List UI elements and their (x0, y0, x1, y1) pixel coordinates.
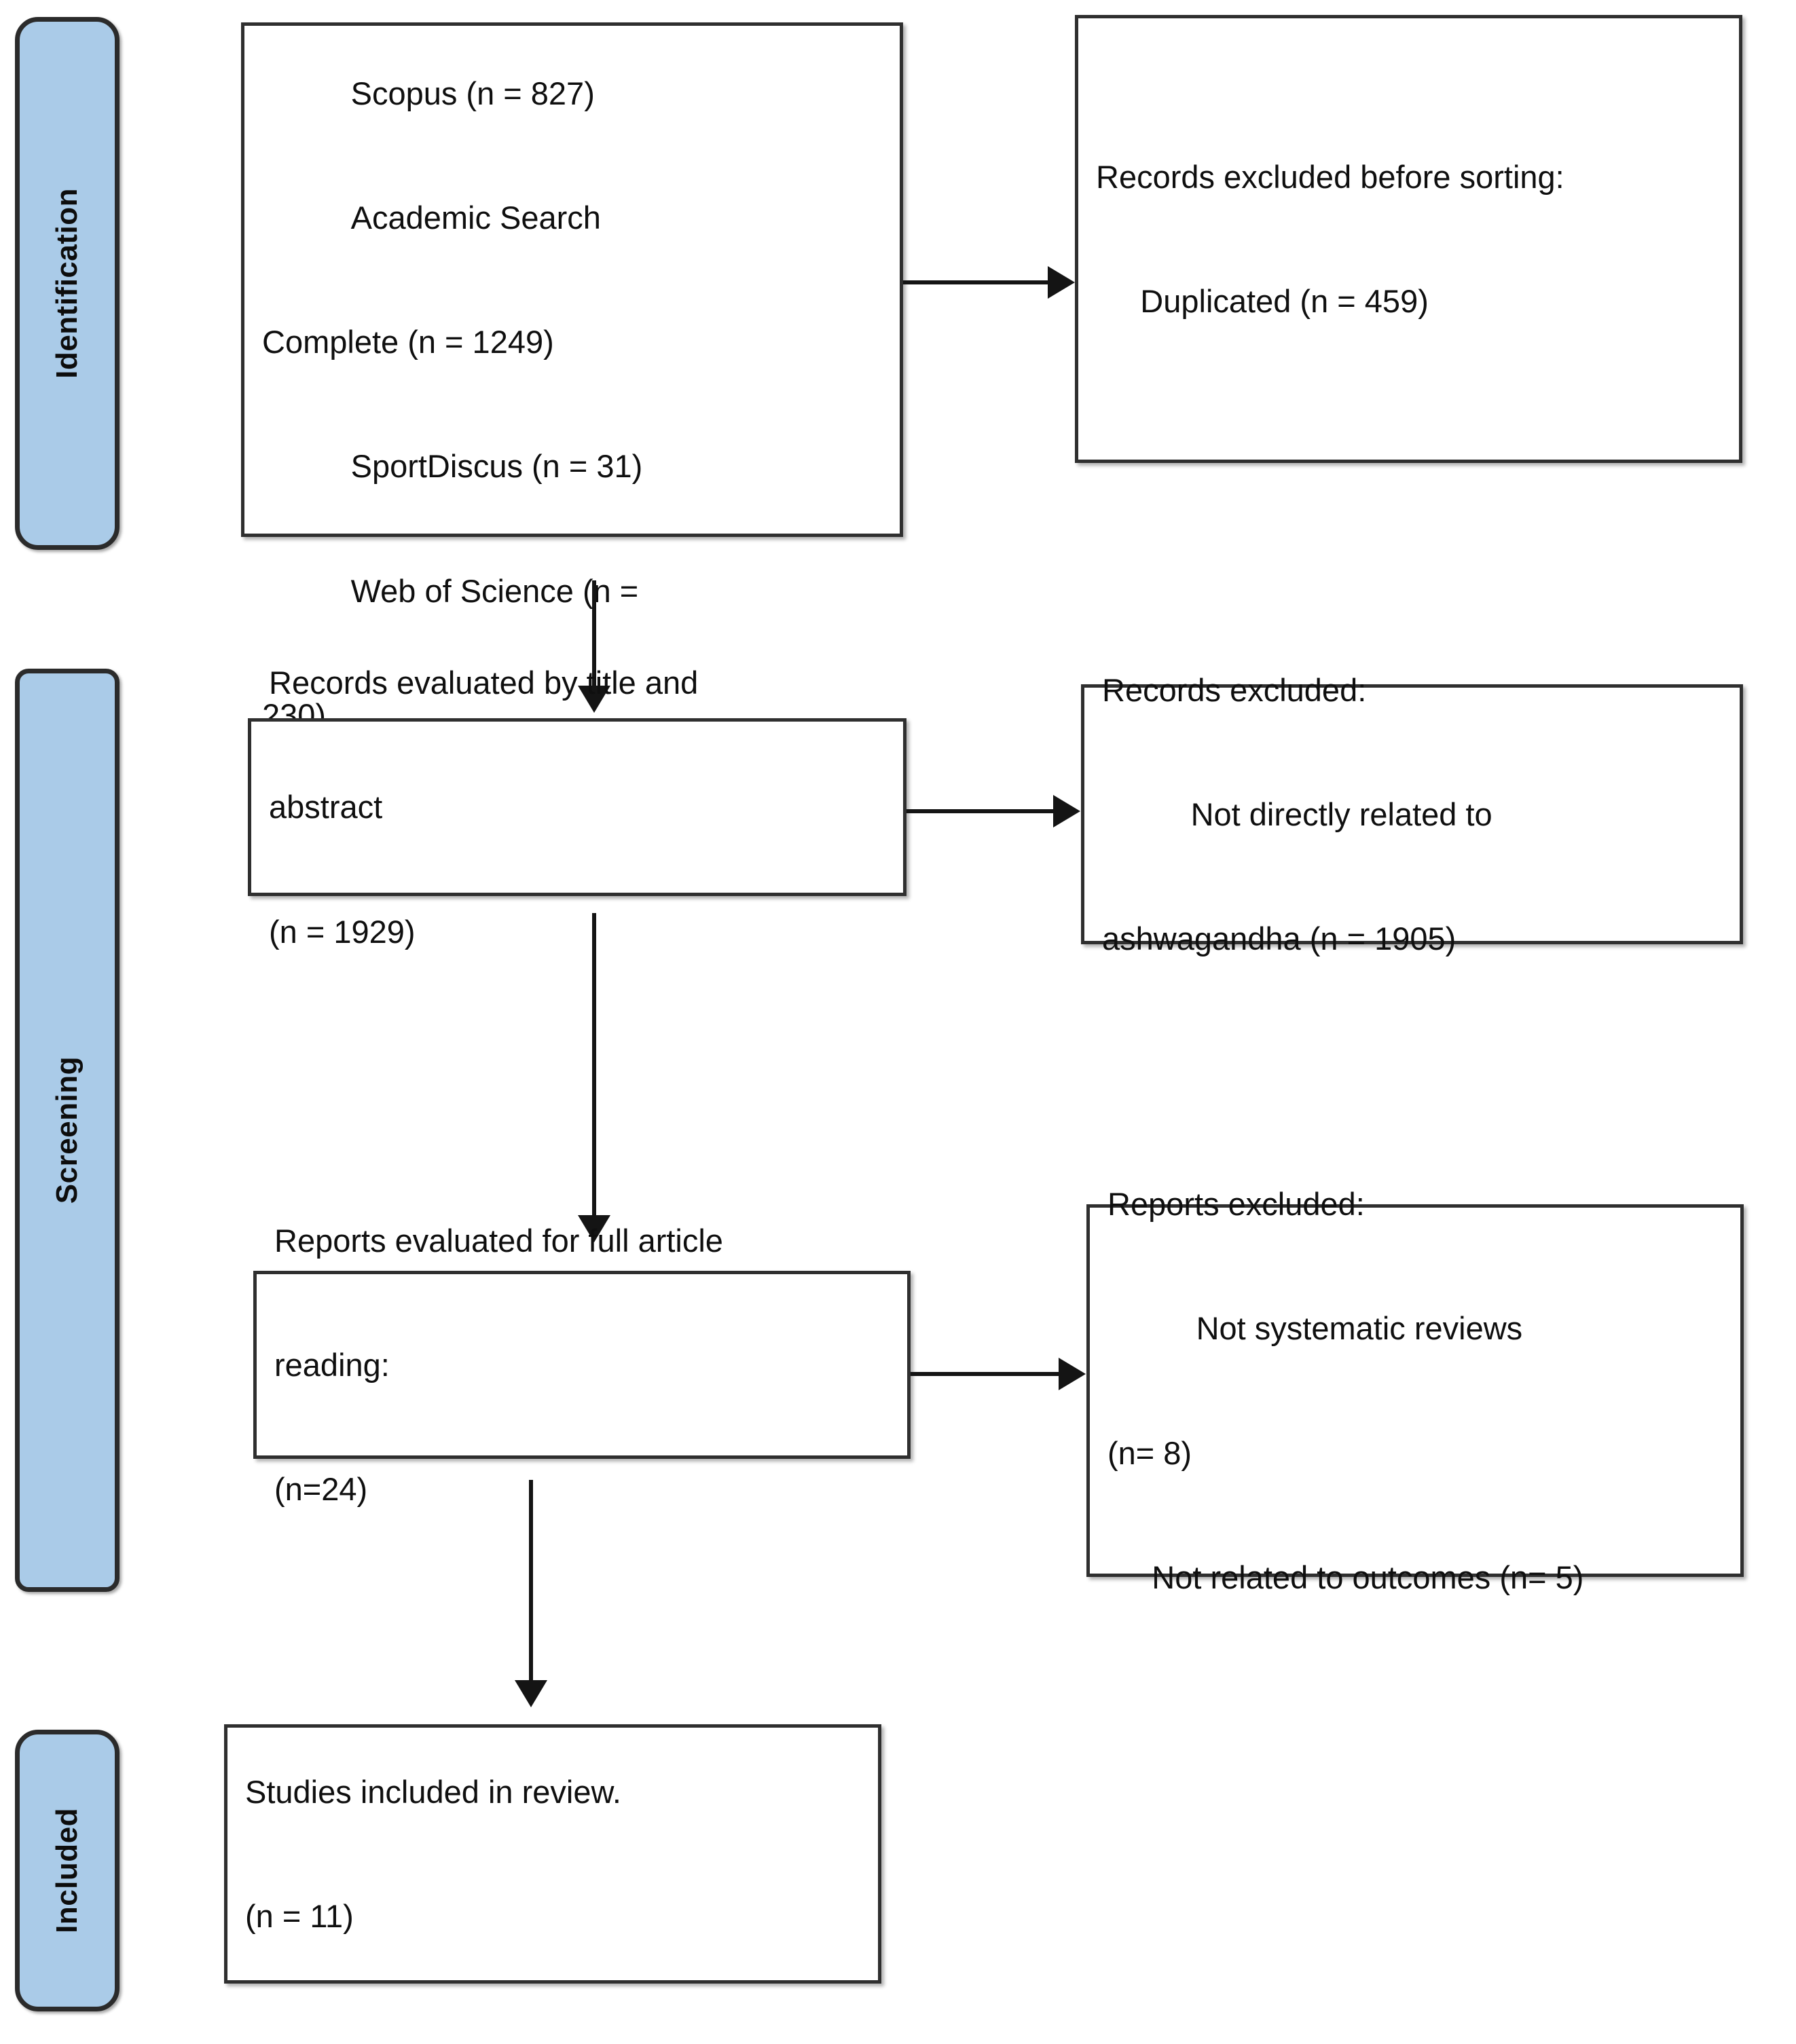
phase-screening: Screening (15, 669, 120, 1592)
text-line: Records excluded: (1102, 671, 1367, 708)
connector-reports-to-excluded-arrowhead (1059, 1358, 1086, 1390)
phase-identification-label: Identification (50, 188, 84, 379)
text-line: Not directly related to (1102, 796, 1492, 832)
text-line: Records excluded before sorting: (1096, 158, 1564, 195)
text-line: Duplicated (n = 459) (1096, 283, 1429, 320)
phase-screening-label: Screening (50, 1056, 84, 1204)
phase-identification: Identification (15, 17, 120, 550)
text-line: reading: (274, 1346, 390, 1383)
box-records-evaluated: Records evaluated by title and abstract … (248, 665, 906, 950)
connector-identified-to-duplicates-arrowhead (1048, 266, 1075, 299)
connector-reports-to-included (529, 1480, 533, 1684)
text-line: Reports evaluated for full article (274, 1222, 723, 1259)
text-line: Studies included in review. (245, 1773, 621, 1810)
phase-included: Included (15, 1730, 120, 2011)
text-line: Academic Search (262, 199, 601, 236)
box-records-excluded-before-sorting-text: Records excluded before sorting: Duplica… (1078, 73, 1739, 405)
connector-identified-to-evaluated-arrowhead (578, 686, 610, 713)
box-reports-evaluated-text: Reports evaluated for full article readi… (257, 1136, 907, 1593)
box-records-excluded-before-sorting: Records excluded before sorting: Duplica… (1075, 15, 1742, 463)
text-line: Complete (n = 1249) (262, 324, 554, 360)
text-line: ashwagandha (n = 1905) (1102, 921, 1456, 957)
connector-evaluated-to-excluded (906, 809, 1053, 813)
connector-evaluated-to-reports (592, 913, 596, 1219)
box-records-evaluated-text: Records evaluated by title and abstract … (251, 579, 903, 1035)
text-line: Records evaluated by title and (269, 665, 699, 701)
box-records-identified: Records identified from: Databases (n = … (241, 22, 903, 857)
connector-evaluated-to-excluded-arrowhead (1053, 795, 1080, 828)
box-records-excluded-text: Records excluded: Not directly related t… (1084, 586, 1740, 1042)
connector-identified-to-duplicates (903, 280, 1049, 284)
text-line: Web of Science (n = (262, 572, 639, 609)
phase-included-label: Included (50, 1808, 84, 1933)
box-reports-excluded-text: Reports excluded: Not systematic reviews… (1090, 1100, 1740, 1681)
box-reports-excluded: Reports excluded: Not systematic reviews… (1086, 1186, 1744, 1595)
box-studies-included: Studies included in review. (n = 11) (224, 1724, 881, 1984)
text-line: abstract (269, 789, 383, 825)
text-line: SportDiscus (n = 31) (262, 448, 643, 485)
text-line: Scopus (n = 827) (262, 75, 595, 111)
connector-evaluated-to-reports-arrowhead (578, 1215, 610, 1242)
text-line: (n= 8) (1107, 1434, 1192, 1471)
text-line: Not related to outcomes (n= 5) (1107, 1559, 1584, 1595)
text-line: (n = 1929) (269, 913, 416, 950)
connector-reports-to-included-arrowhead (515, 1680, 547, 1707)
text-line: (n=24) (274, 1471, 368, 1508)
text-line: Reports excluded: (1107, 1186, 1365, 1223)
connector-identified-to-evaluated (592, 580, 596, 689)
text-line: Not systematic reviews (1107, 1310, 1523, 1347)
box-records-excluded: Records excluded: Not directly related t… (1081, 672, 1743, 956)
box-studies-included-text: Studies included in review. (n = 11) (227, 1688, 878, 2020)
box-reports-evaluated: Reports evaluated for full article readi… (253, 1223, 911, 1507)
connector-reports-to-excluded (911, 1372, 1059, 1376)
text-line: (n = 11) (245, 1898, 354, 1935)
